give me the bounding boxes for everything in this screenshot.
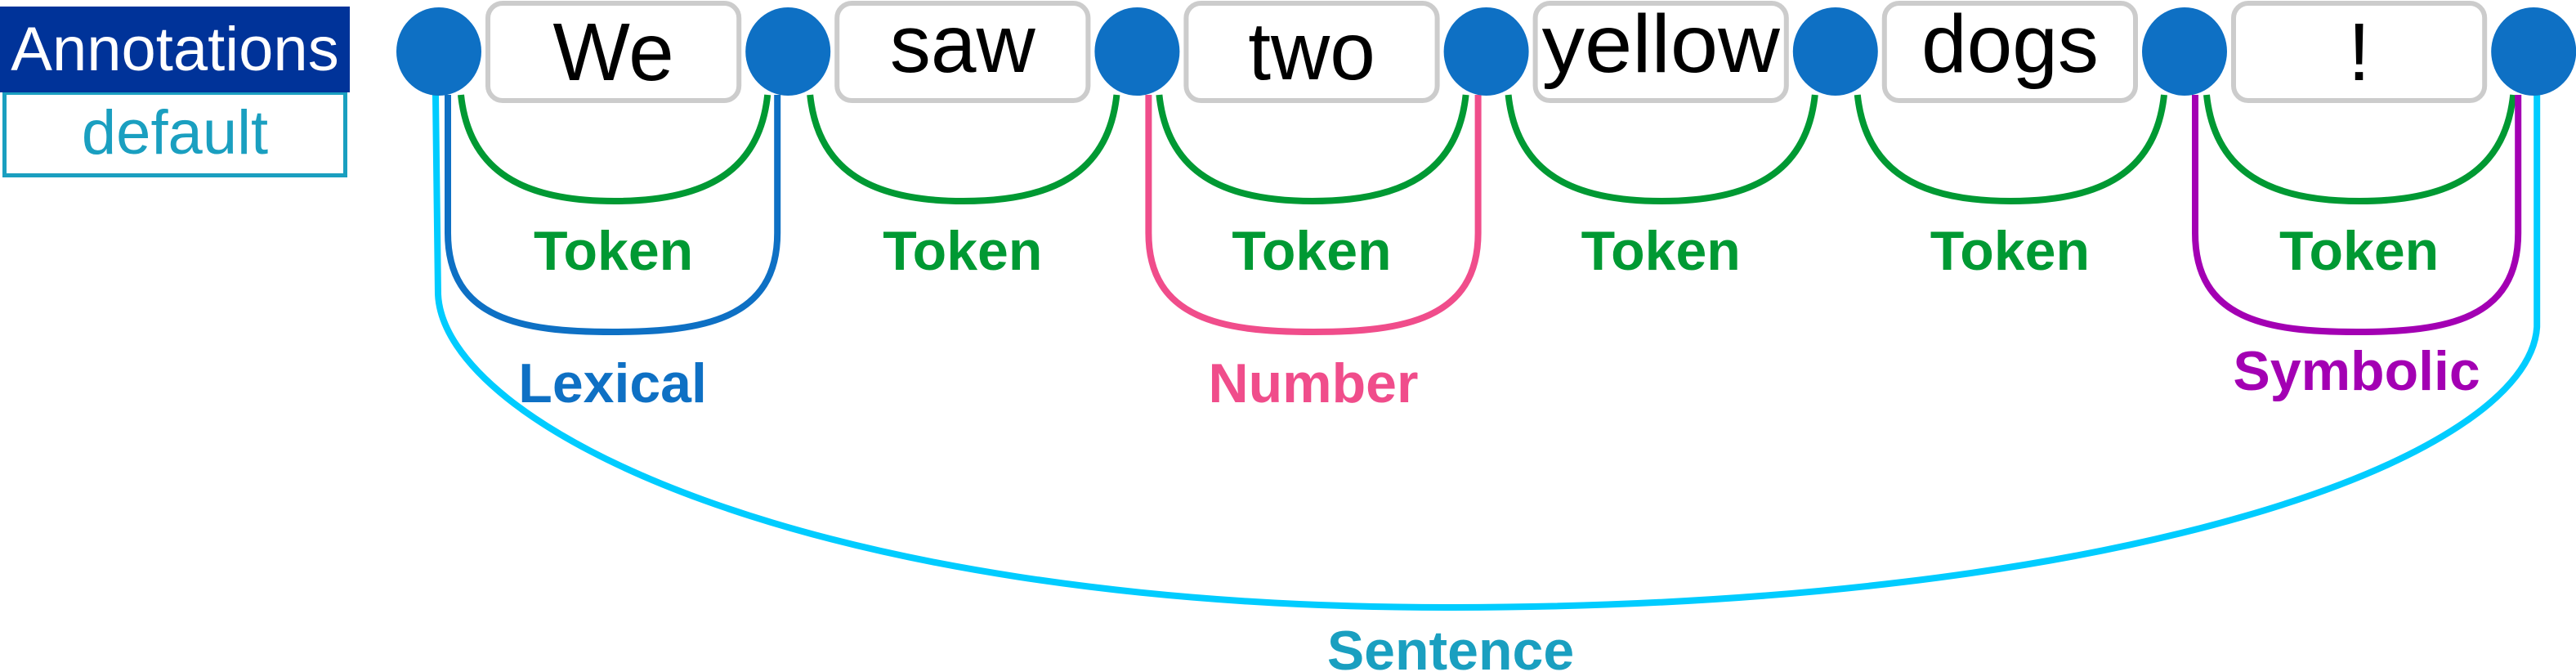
number-label[interactable]: Number xyxy=(1209,352,1419,414)
token-arc[interactable] xyxy=(458,94,771,205)
symbolic-label[interactable]: Symbolic xyxy=(2233,340,2480,402)
token-box[interactable]: yellow xyxy=(1532,0,1789,103)
token-label[interactable]: Token xyxy=(883,220,1042,282)
token-box-frame xyxy=(1532,1,1789,103)
token-label[interactable]: Token xyxy=(534,220,693,282)
token-text: yellow xyxy=(1542,0,1781,90)
number-arc[interactable] xyxy=(1145,95,1482,336)
token-box-frame xyxy=(1183,1,1440,103)
sentence-label[interactable]: Sentence xyxy=(1327,620,1574,672)
token-box[interactable]: We xyxy=(485,1,742,103)
boundary-node[interactable] xyxy=(1094,7,1180,96)
boundary-node[interactable] xyxy=(2142,7,2227,96)
annotation-layer-default[interactable]: default xyxy=(2,92,347,177)
boundary-node[interactable] xyxy=(396,7,481,96)
token-arc[interactable] xyxy=(1854,94,2167,205)
token-arc[interactable] xyxy=(2203,94,2517,205)
boundary-node[interactable] xyxy=(1792,7,1878,96)
token-box[interactable]: dogs xyxy=(1881,0,2139,103)
annotations-legend-title: Annotations xyxy=(0,7,350,92)
sentence-arc[interactable] xyxy=(432,94,2541,612)
token-label[interactable]: Token xyxy=(1930,220,2090,282)
token-text: saw xyxy=(890,0,1036,90)
token-arc[interactable] xyxy=(1505,94,1818,205)
token-text: dogs xyxy=(1921,0,2099,90)
annotation-arcs xyxy=(432,94,2541,612)
token-box-frame xyxy=(1881,1,2139,103)
token-text: We xyxy=(552,7,673,98)
symbolic-arc[interactable] xyxy=(2192,95,2522,336)
token-label[interactable]: Token xyxy=(2279,220,2439,282)
token-box-frame xyxy=(834,1,1091,103)
boundary-nodes xyxy=(396,7,2576,96)
token-arc[interactable] xyxy=(807,94,1120,205)
token-box[interactable]: ! xyxy=(2231,1,2488,103)
lexical-arc[interactable] xyxy=(445,95,781,336)
token-box-frame xyxy=(2231,1,2488,103)
boundary-node[interactable] xyxy=(745,7,831,96)
boundary-node[interactable] xyxy=(1443,7,1529,96)
token-box-frame xyxy=(485,1,742,103)
boundary-node[interactable] xyxy=(2491,7,2576,96)
token-label[interactable]: Token xyxy=(1232,220,1391,282)
lexical-label[interactable]: Lexical xyxy=(518,352,707,414)
token-boxes: We saw two yellow dogs! xyxy=(485,0,2488,103)
token-text: two xyxy=(1248,6,1375,97)
token-label[interactable]: Token xyxy=(1581,220,1741,282)
token-box[interactable]: two xyxy=(1183,1,1440,103)
token-text: ! xyxy=(2348,7,2371,98)
token-arc[interactable] xyxy=(1156,94,1469,205)
token-box[interactable]: saw xyxy=(834,0,1091,103)
